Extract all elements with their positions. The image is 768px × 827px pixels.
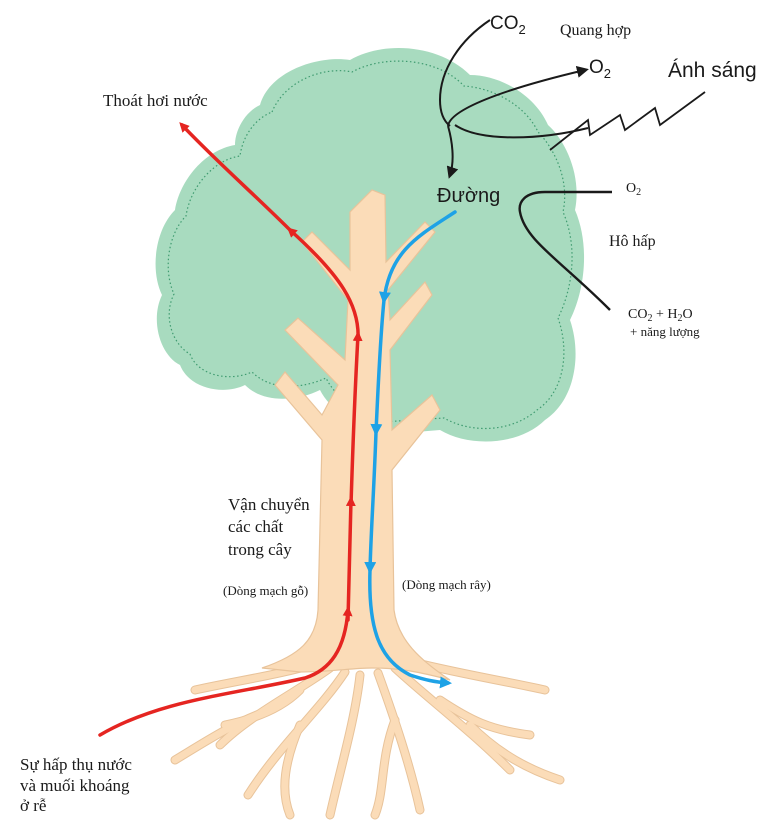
transport-label-3: trong cây [228, 540, 292, 559]
sunlight-zigzag [549, 91, 706, 151]
xylem-trunk-arrow-high [349, 331, 363, 507]
respiration-label: Hô hấp [609, 233, 656, 250]
xylem-root-arrow [98, 606, 353, 737]
transport-label-1: Vận chuyển [228, 495, 310, 514]
o2-label: O2 [589, 57, 611, 81]
photosynthesis-label: Quang hợp [560, 22, 631, 39]
respiration-line [518, 190, 612, 311]
phloem-root-arrow [368, 568, 452, 689]
respiration-o2-label: O2 [626, 181, 641, 198]
o2-arrow [447, 65, 589, 127]
photosynthesis-lines [438, 19, 706, 179]
co2-label: CO2 [490, 13, 526, 37]
xylem-label: (Dòng mạch gỗ) [223, 583, 308, 598]
transpiration-label: Thoát hơi nước [103, 91, 208, 110]
phloem-trunk-arrow [370, 298, 386, 436]
transport-label-2: các chất [228, 517, 283, 536]
absorption-label-2: và muối khoáng [20, 776, 130, 795]
sugar-label: Đường [437, 185, 500, 207]
phloem-top-arrow [379, 210, 457, 304]
absorption-label-1: Sự hấp thụ nước [20, 755, 132, 774]
sugar-arrow [446, 125, 459, 179]
xylem-trunk-arrow-low [345, 496, 356, 622]
sunlight-label: Ánh sáng [668, 59, 757, 82]
phloem-flow [364, 210, 457, 689]
co2-curve [438, 19, 491, 127]
roots [170, 650, 565, 820]
absorption-label-3: ở rễ [20, 796, 46, 815]
sunlight-curve [454, 124, 589, 139]
xylem-top-arrow [179, 122, 294, 234]
respiration-products: CO2 + H2O [628, 307, 693, 324]
phloem-trunk-arrow-low [364, 430, 378, 574]
respiration-energy: + năng lượng [630, 324, 700, 339]
phloem-label: (Dòng mạch rây) [402, 577, 491, 592]
xylem-branch-arrow [287, 227, 360, 342]
xylem-flow [98, 122, 363, 737]
